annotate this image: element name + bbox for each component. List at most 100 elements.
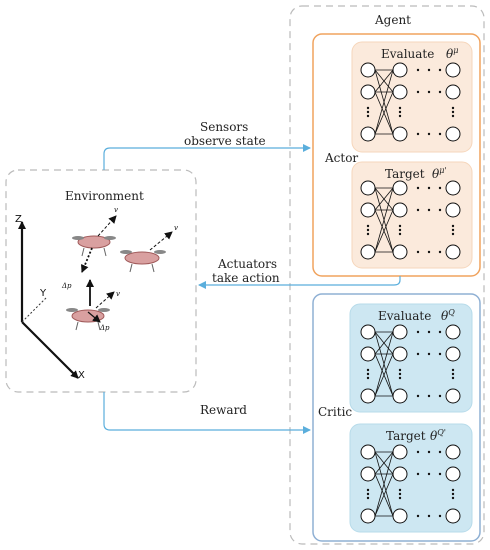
nn-ellipsis-dot <box>438 68 442 72</box>
nn-node <box>360 126 376 142</box>
nn-ellipsis-dot <box>366 114 370 118</box>
nn-node <box>445 508 461 524</box>
nn-ellipsis-dot <box>366 376 370 380</box>
nn-ellipsis-dot <box>366 372 370 376</box>
drone-icon-right <box>120 250 166 273</box>
actor-evaluate-label: Evaluate <box>381 47 434 61</box>
nn-connection <box>374 473 394 517</box>
nn-ellipsis-dot <box>366 492 370 496</box>
velocity-label-top: v <box>114 206 118 214</box>
nn-connection <box>374 451 394 517</box>
nn-ellipsis-dot <box>427 352 431 356</box>
nn-node <box>360 84 376 100</box>
nn-node <box>360 508 376 524</box>
environment-label: Environment <box>65 189 144 203</box>
nn-ellipsis-dot <box>427 250 431 254</box>
nn-ellipsis-dot <box>416 450 420 454</box>
nn-ellipsis-dot <box>451 106 455 110</box>
nn-node <box>445 466 461 482</box>
nn-ellipsis-dot <box>416 186 420 190</box>
nn-node <box>360 444 376 460</box>
sensors-arrow <box>103 144 311 170</box>
nn-ellipsis-dot <box>451 228 455 232</box>
nn-ellipsis-dot <box>366 110 370 114</box>
critic-evaluate-network: Evaluate θQ <box>349 303 473 413</box>
critic-label: Critic <box>318 405 352 419</box>
nn-node <box>392 180 408 196</box>
actor-evaluate-network: Evaluate θμ <box>351 41 473 153</box>
sensors-label-line2: observe state <box>184 134 266 148</box>
nn-ellipsis-dot <box>427 186 431 190</box>
nn-ellipsis-dot <box>366 228 370 232</box>
nn-ellipsis-dot <box>366 106 370 110</box>
nn-node <box>360 244 376 260</box>
nn-node <box>445 180 461 196</box>
nn-ellipsis-dot <box>438 90 442 94</box>
nn-ellipsis-dot <box>416 352 420 356</box>
nn-connection <box>374 209 394 253</box>
actor-target-param: θμ' <box>432 166 447 181</box>
nn-connection <box>374 69 394 135</box>
coordinate-axes: Z Y X <box>15 214 85 381</box>
displacement-label-b: Δp <box>99 324 110 332</box>
actor-target-label: Target <box>385 167 425 181</box>
actuators-label-line2: take action <box>212 271 280 285</box>
nn-ellipsis-dot <box>416 132 420 136</box>
nn-node <box>360 202 376 218</box>
critic-box <box>312 293 481 542</box>
nn-ellipsis-dot <box>416 68 420 72</box>
nn-node <box>392 346 408 362</box>
nn-ellipsis-dot <box>427 394 431 398</box>
nn-node <box>360 466 376 482</box>
nn-connection <box>374 187 394 253</box>
nn-connection <box>374 331 394 355</box>
nn-ellipsis-dot <box>366 496 370 500</box>
nn-ellipsis-dot <box>451 496 455 500</box>
velocity-arrow-right <box>149 231 173 251</box>
critic-target-network: Target θQ' <box>349 423 473 533</box>
actuators-label-line1: Actuators <box>217 257 277 271</box>
reward-label: Reward <box>200 403 247 417</box>
nn-ellipsis-dot <box>416 90 420 94</box>
agent-label: Agent <box>374 13 411 27</box>
nn-node <box>445 444 461 460</box>
nn-ellipsis-dot <box>427 472 431 476</box>
nn-ellipsis-dot <box>427 132 431 136</box>
displacement-arrow-a <box>81 247 93 273</box>
nn-ellipsis-dot <box>427 208 431 212</box>
nn-ellipsis-dot <box>451 110 455 114</box>
sensors-label-line1: Sensors <box>200 120 248 134</box>
axis-z-label: Z <box>15 214 22 225</box>
nn-ellipsis-dot <box>416 208 420 212</box>
nn-ellipsis-dot <box>366 368 370 372</box>
nn-ellipsis-dot <box>438 352 442 356</box>
nn-node <box>445 126 461 142</box>
critic-target-label: Target <box>386 429 426 443</box>
nn-node <box>445 388 461 404</box>
nn-ellipsis-dot <box>438 330 442 334</box>
axis-y-label: Y <box>39 288 47 299</box>
nn-connection <box>374 187 394 211</box>
nn-connection <box>374 69 394 93</box>
nn-ellipsis-dot <box>451 114 455 118</box>
critic-target-param: θQ' <box>430 428 446 443</box>
nn-ellipsis-dot <box>398 232 402 236</box>
actor-label: Actor <box>324 151 358 165</box>
nn-ellipsis-dot <box>366 232 370 236</box>
agent-container <box>289 5 485 545</box>
nn-ellipsis-dot <box>398 488 402 492</box>
nn-ellipsis-dot <box>451 372 455 376</box>
nn-ellipsis-dot <box>398 110 402 114</box>
velocity-label-right: v <box>174 224 178 232</box>
nn-connection <box>374 331 394 397</box>
nn-ellipsis-dot <box>398 372 402 376</box>
nn-ellipsis-dot <box>416 514 420 518</box>
nn-node <box>445 84 461 100</box>
nn-ellipsis-dot <box>438 186 442 190</box>
nn-ellipsis-dot <box>398 496 402 500</box>
nn-ellipsis-dot <box>427 330 431 334</box>
nn-connection <box>374 91 394 135</box>
nn-node <box>392 244 408 260</box>
reward-arrow <box>103 392 311 434</box>
nn-ellipsis-dot <box>398 376 402 380</box>
